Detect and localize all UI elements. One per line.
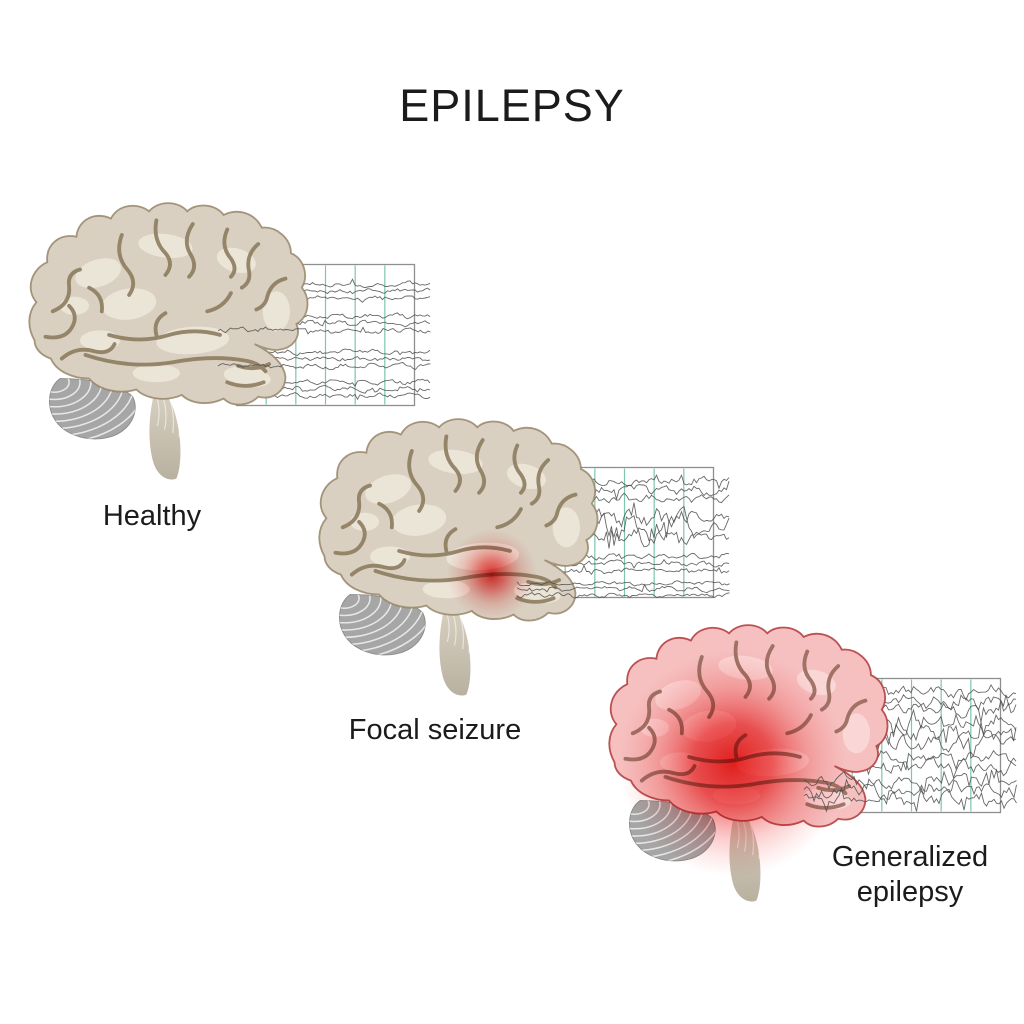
label-healthy: Healthy — [102, 500, 202, 532]
label-focal-seizure: Focal seizure — [348, 714, 522, 746]
generalized-seizure-glow — [619, 649, 847, 877]
eeg-overlay-healthy — [217, 326, 431, 371]
brain-focal-illustration — [310, 420, 610, 711]
label-generalized-epilepsy: Generalized epilepsy — [831, 841, 989, 909]
eeg-overlay-generalized — [803, 768, 1017, 813]
brain-generalized-illustration — [600, 626, 900, 917]
focal-seizure-spot — [446, 529, 538, 621]
eeg-overlay-focal — [516, 580, 730, 599]
page-title: EPILEPSY — [399, 80, 625, 131]
